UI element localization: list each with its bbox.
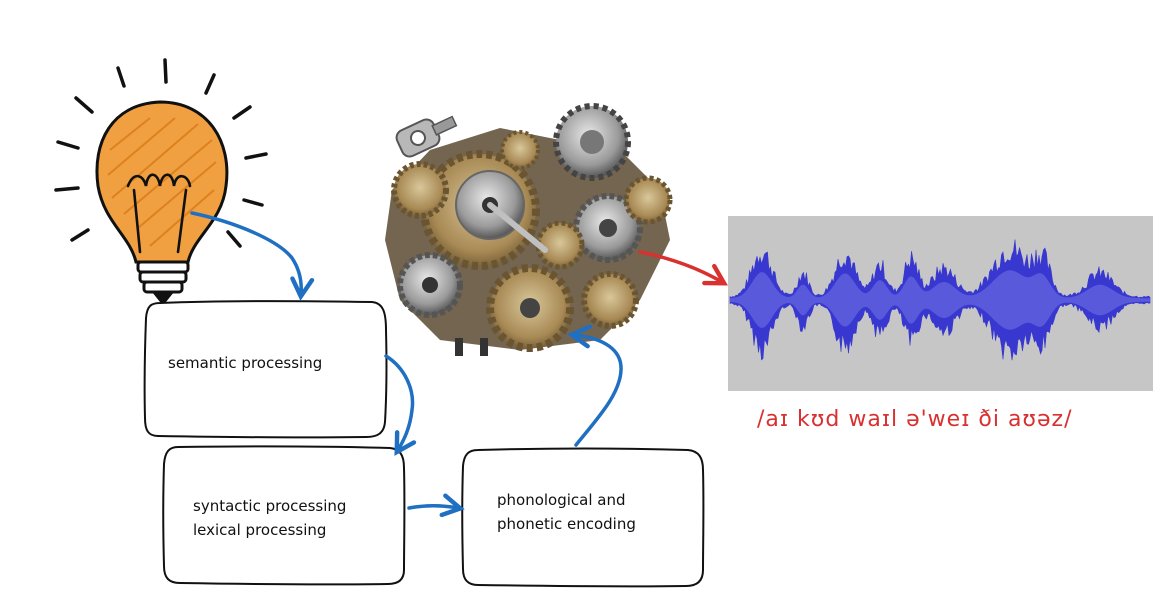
box-semantic-processing: semantic processing	[143, 300, 388, 439]
arrow-syntactic-to-phonological	[407, 493, 465, 518]
arrow-bulb-to-semantic	[190, 211, 315, 301]
waveform-panel	[728, 216, 1153, 391]
clockwork-gears-icon	[385, 103, 673, 356]
arrow-gears-to-waveform	[638, 250, 728, 286]
audio-waveform-rms	[730, 270, 1150, 330]
phonetic-transcription: /aɪ kʊd waɪl ə'weɪ ði aʊəz/	[757, 407, 1073, 432]
arrow-phonological-to-gears	[567, 324, 623, 447]
phonetic-label: phonetic encoding	[497, 515, 636, 533]
lexical-label: lexical processing	[193, 521, 326, 539]
syntactic-label: syntactic processing	[193, 497, 346, 515]
box-phonological-encoding: phonological and phonetic encoding	[461, 447, 705, 588]
semantic-label: semantic processing	[168, 354, 322, 372]
lightbulb-icon	[54, 58, 268, 302]
arrow-semantic-to-syntactic	[384, 354, 417, 456]
phonological-label: phonological and	[497, 491, 626, 509]
box-syntactic-lexical-processing: syntactic processing lexical processing	[162, 445, 406, 586]
